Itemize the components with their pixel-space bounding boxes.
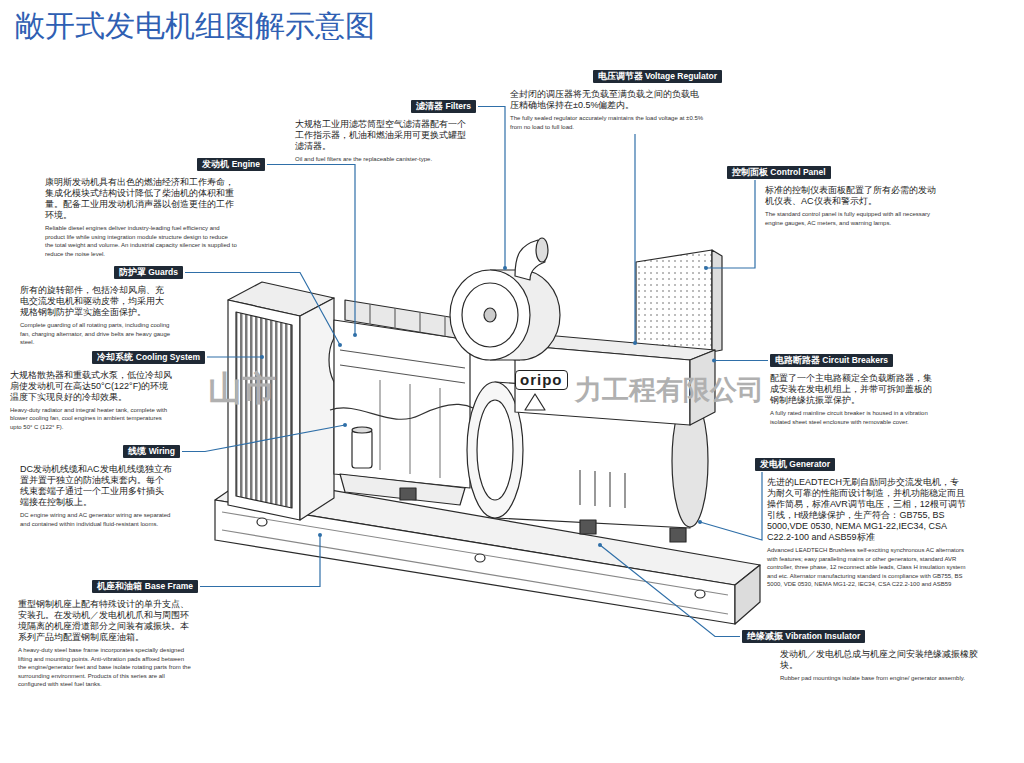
watermark: 力工程有限公司 (575, 372, 764, 408)
leader-dot (704, 266, 708, 270)
callout-heading: 冷却系统 Cooling System (92, 351, 205, 364)
callout-text-en: Rubber pad mountings isolate base from e… (780, 674, 980, 683)
generator-vent (580, 470, 625, 508)
callout: 电压调节器 Voltage Regulator 全封闭的调压器将无负载至满负载之间… (510, 70, 722, 131)
leader-dot (712, 359, 716, 363)
base-frame-end (735, 565, 760, 624)
leader-line (200, 535, 320, 587)
radiator-front (228, 300, 300, 520)
callout-heading: 滤清器 Filters (411, 100, 476, 113)
oil-filter (352, 430, 372, 468)
air-filter-hub (484, 308, 496, 322)
callout-text-zh: 康明斯发动机具有出色的燃油经济和工作寿命，集成化模块式结构设计降低了柴油机的体积… (45, 177, 237, 221)
callout-text-en: Reliable diesel engines deliver industry… (45, 224, 237, 258)
callout-text-en: A fully rated mainline circuit breaker i… (770, 409, 932, 426)
leader-dot (338, 343, 342, 347)
wiring-harness (330, 404, 490, 420)
callout-heading: 绝缘减振 Vibration Insulator (742, 630, 865, 643)
leader-line (706, 180, 755, 268)
oil-sump (340, 474, 465, 505)
callout: 发电机 Generator 先进的LEADTECH无刷自励同步交流发电机，专为耐久… (755, 458, 970, 589)
callout: 绝缘减振 Vibration Insulator 发动机／发电机总成与机座之间安装… (742, 630, 982, 683)
callout-heading: 控制面板 Control Panel (727, 166, 831, 179)
rocker-cover (345, 300, 468, 340)
leader-line (267, 165, 355, 336)
page-title: 敞开式发电机组图解示意图 (15, 8, 375, 44)
callout-text-en: A heavy-duty steel base frame incorporat… (18, 646, 193, 689)
callout: 控制面板 Control Panel 标准的控制仪表面板配置了所有必需的发动机仪表… (727, 166, 942, 227)
leader-dot (698, 520, 702, 524)
callout-text-zh: 重型钢制机座上配有特殊设计的单升支点、安装孔。在发动机／发电机机爪和与周围环境隔… (18, 599, 193, 643)
leader-line (182, 425, 345, 452)
callout-heading: 电路断路器 Circuit Breakers (770, 354, 893, 367)
radiator-side (300, 298, 334, 520)
leader-line (634, 134, 635, 343)
callout-text-en: Advanced LEADTECH Brushless self-excitin… (767, 546, 967, 589)
callout-heading: 防护罩 Guards (114, 266, 183, 279)
brand-label: oripo (515, 370, 568, 390)
leader-dot (318, 533, 322, 537)
callout: 冷却系统 Cooling System 大规格散热器和重载式水泵，低位冷却风扇使发… (10, 351, 205, 432)
callout-heading: 发电机 Generator (755, 458, 835, 471)
callout: 发动机 Engine 康明斯发动机具有出色的燃油经济和工作寿命，集成化模块式结构设… (45, 158, 265, 258)
leader-dot (343, 423, 347, 427)
base-channel-line (222, 512, 728, 614)
callout-text-zh: 先进的LEADTECH无刷自励同步交流发电机，专为耐久可靠的性能而设计制造，并机… (767, 477, 967, 543)
lifting-hole (257, 518, 267, 526)
generator-face-ring (477, 400, 513, 500)
engine-block (334, 320, 470, 488)
callout-text-en: The standard control panel is fully equi… (765, 210, 942, 227)
leader-dot (503, 266, 507, 270)
callout: 电路断路器 Circuit Breakers 配置了一个主电路额定全负载断路器，集… (770, 354, 940, 426)
leader-dot (353, 333, 357, 337)
callout-text-zh: 配置了一个主电路额定全负载断路器，集成安装在发电机组上，并带可拆卸盖板的钢制绝缘… (770, 373, 932, 406)
callout-heading: 电压调节器 Voltage Regulator (593, 70, 722, 83)
leader-line (700, 472, 762, 540)
leader-dot (260, 355, 264, 359)
callout: 机座和油箱 Base Frame 重型钢制机座上配有特殊设计的单升支点、安装孔。在… (18, 580, 198, 689)
leader-line (600, 545, 740, 637)
callout-text-zh: 所有的旋转部件，包括冷却风扇、充电交流发电机和驱动皮带，均采用大规格钢制防护罩实… (20, 285, 172, 318)
leader-line (714, 360, 768, 361)
control-panel (636, 250, 712, 352)
lifting-hole (475, 554, 485, 562)
air-filter-front (450, 270, 530, 360)
callout-heading: 发动机 Engine (197, 158, 265, 171)
callout-text-en: The fully sealed regulator accurately ma… (510, 114, 705, 131)
leader-line (478, 107, 505, 269)
air-filter-ring (462, 283, 518, 347)
cover-rib (370, 304, 445, 336)
callout-heading: 线缆 Wiring (123, 445, 180, 458)
callout-heading: 机座和油箱 Base Frame (92, 580, 198, 593)
callout: 防护罩 Guards 所有的旋转部件，包括冷却风扇、充电交流发电机和驱动皮带，均采… (20, 266, 183, 347)
watermark: 山市 (208, 366, 276, 412)
callout: 滤清器 Filters 大规格工业用滤芯筒型空气滤清器配有一个工作指示器，机油和燃… (295, 100, 476, 164)
control-panel-side (712, 250, 722, 352)
callout-text-zh: 大规格工业用滤芯筒型空气滤清器配有一个工作指示器，机油和燃油采用可更换式罐型滤清… (295, 119, 467, 152)
warning-symbol (525, 394, 545, 410)
leader-line (207, 356, 262, 357)
callout-text-zh: 全封闭的调压器将无负载至满负载之间的负载电压精确地保持在±0.5%偏差内。 (510, 89, 705, 111)
rubber-mount (400, 488, 416, 500)
callout-text-zh: 标准的控制仪表面板配置了所有必需的发动机仪表、AC仪表和警示灯。 (765, 185, 942, 207)
leader-dot (598, 543, 602, 547)
oil-filter-cap (352, 427, 372, 433)
callout-text-en: Heavy-duty radiator and integral heater … (10, 406, 172, 432)
manifold-line (340, 350, 465, 383)
radiator-grille (236, 312, 292, 508)
callout-text-zh: 大规格散热器和重载式水泵，低位冷却风扇使发动机可在高达50°C(122°F)的环… (10, 370, 172, 403)
callout-text-zh: DC发动机线缆和AC发电机线缆独立布置并置于独立的防油线束套内。每个线束套端子通… (20, 464, 172, 508)
rubber-mount (580, 520, 596, 534)
engine-detail (380, 380, 440, 478)
callout-text-zh: 发动机／发电机总成与机座之间安装绝缘减振橡胶块。 (780, 649, 980, 671)
callout-text-en: DC engine wiring and AC generator wiring… (20, 511, 172, 528)
callout-text-en: Complete guarding of all rotating parts,… (20, 321, 172, 347)
rubber-mount (670, 528, 686, 542)
leader-line (185, 273, 340, 346)
leader-dot (633, 341, 637, 345)
intake-cap (536, 238, 548, 262)
callout: 线缆 WiringDC发动机线缆和AC发电机线缆独立布置并置于独立的防油线束套内… (20, 445, 180, 528)
callout-text-en: Oil and fuel filters are the replaceable… (295, 155, 467, 164)
lifting-hole (695, 590, 705, 598)
